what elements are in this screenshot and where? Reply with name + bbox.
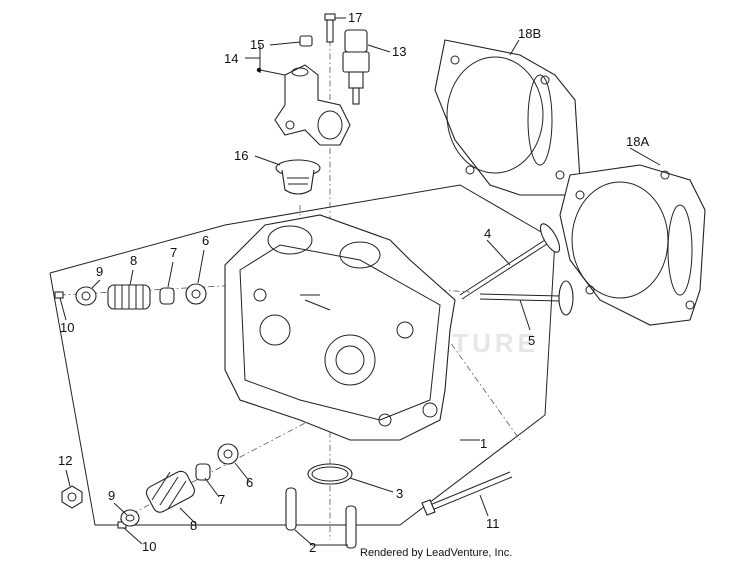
nut-12 [61,485,83,509]
label-5: 5 [528,333,535,348]
o-ring-3 [307,463,353,485]
label-18b: 18B [518,26,541,41]
valve-5 [479,280,574,316]
dowel-pin-2b [345,505,357,549]
label-12: 12 [58,453,72,468]
label-7-upper: 7 [170,245,177,260]
label-13: 13 [392,44,406,59]
valve-spring-8-lower [145,470,195,513]
valve-seal-7-upper [159,287,175,305]
label-15: 15 [250,37,264,52]
label-3: 3 [396,486,403,501]
assembly-outline [49,184,556,526]
sensor-13 [342,29,370,105]
label-2: 2 [309,540,316,555]
screw-17 [324,13,336,43]
plug-15 [299,35,313,47]
label-14: 14 [224,51,238,66]
spring-retainer-9-upper [75,286,97,306]
washer-6-lower [217,443,239,465]
label-7-lower: 7 [218,492,225,507]
label-9-lower: 9 [108,488,115,503]
label-10-lower: 10 [142,539,156,554]
thermostat-housing [274,64,351,146]
dowel-pin-2a [285,487,297,531]
head-gasket-18a [559,164,706,326]
valve-collet-10-upper [54,291,64,299]
label-8-upper: 8 [130,253,137,268]
stud-bolt-11 [421,471,513,516]
label-6-lower: 6 [246,475,253,490]
label-10-upper: 10 [60,320,74,335]
label-8-lower: 8 [190,518,197,533]
valve-seal-7-lower [195,463,211,481]
callout-dot [256,67,262,73]
label-11: 11 [486,516,500,531]
callout-labels: 1 2 3 4 5 6 6 7 7 8 8 9 9 10 10 11 12 13… [58,10,649,555]
thermostat-16 [275,159,321,195]
cylinder-head [224,214,456,441]
label-17: 17 [348,10,362,25]
valve-spring-8-upper [107,284,151,310]
label-4: 4 [484,226,491,241]
label-9-upper: 9 [96,264,103,279]
valve-4 [459,223,561,300]
leader-lines [59,17,661,546]
label-1: 1 [480,436,487,451]
washer-6-upper [185,283,207,305]
head-gasket-18b [434,39,581,196]
render-credit: Rendered by LeadVenture, Inc. [360,547,512,559]
label-6-upper: 6 [202,233,209,248]
label-16: 16 [234,148,248,163]
label-18a: 18A [626,134,649,149]
